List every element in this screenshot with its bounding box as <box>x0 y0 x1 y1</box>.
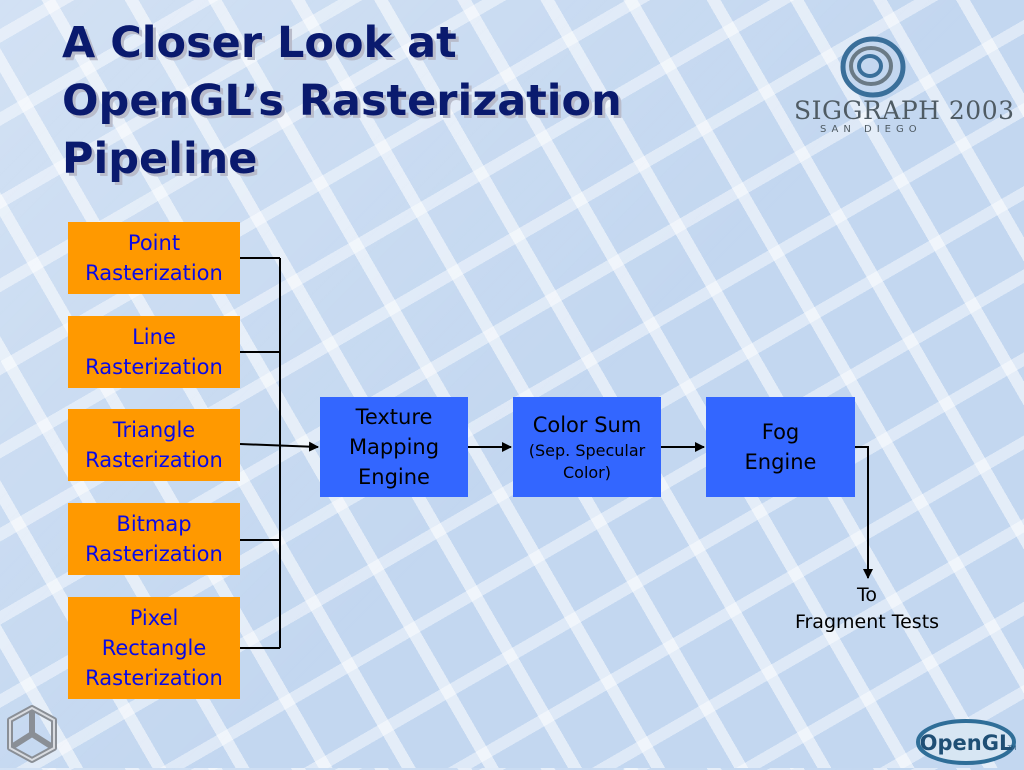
opengl-logo-text: OpenGL <box>920 731 1013 755</box>
box-note: Color) <box>562 463 611 482</box>
siggraph-location: SAN DIEGO <box>820 124 922 135</box>
box-label: Fog <box>761 420 800 444</box>
box-label: Rasterization <box>85 542 223 566</box>
box-label: Pixel <box>129 606 179 630</box>
siggraph-name: SIGGRAPH 2003 <box>794 96 1015 125</box>
box-note: (Sep. Specular <box>528 441 646 460</box>
box-label: Engine <box>358 465 430 489</box>
box-label: Point <box>127 231 181 255</box>
title-line-3: Pipeline <box>62 134 258 184</box>
pixel-rectangle-rasterization-box: Pixel Rectangle Rasterization <box>68 597 240 699</box>
siggraph-logo: SIGGRAPH 2003 SAN DIEGO <box>780 36 1014 135</box>
texture-mapping-engine-box: Texture Mapping Engine <box>320 397 468 497</box>
sgi-cube-logo-icon <box>7 705 57 763</box>
color-sum-box: Color Sum (Sep. Specular Color) <box>513 397 661 497</box>
point-rasterization-box: Point Rasterization <box>68 222 240 294</box>
opengl-tm: TM <box>1007 745 1017 752</box>
box-label: Rectangle <box>101 636 207 660</box>
output-line: To <box>856 584 877 606</box>
line-rasterization-box: Line Rasterization <box>68 316 240 388</box>
box-label: Mapping <box>348 435 440 459</box>
box-label: Engine <box>744 450 817 474</box>
triangle-rasterization-box: Triangle Rasterization <box>68 409 240 481</box>
siggraph-rings-icon <box>840 36 906 98</box>
box-label: Triangle <box>112 418 196 442</box>
box-label: Rasterization <box>85 355 223 379</box>
box-label: Texture <box>355 405 433 429</box>
arrow-fog-to-output <box>855 446 873 579</box>
box-label: Rasterization <box>85 666 223 690</box>
fog-engine-box: Fog Engine <box>706 397 855 497</box>
opengl-badge-icon: OpenGL TM <box>916 719 1017 765</box>
box-label: Rasterization <box>85 448 223 472</box>
title-line-2: OpenGL’s Rasterization <box>62 76 622 126</box>
box-label: Bitmap <box>116 512 192 536</box>
box-label: Color Sum <box>532 413 642 437</box>
opengl-logo: OpenGL TM <box>916 716 1020 766</box>
output-label: To Fragment Tests <box>760 582 974 636</box>
arrow-triangle-to-texture <box>239 441 319 452</box>
bitmap-rasterization-box: Bitmap Rasterization <box>68 503 240 575</box>
slide-title: A Closer Look at OpenGL’s Rasterization … <box>62 14 762 188</box>
box-label: Line <box>132 325 176 349</box>
box-label: Rasterization <box>85 261 223 285</box>
output-line: Fragment Tests <box>794 611 940 633</box>
title-line-1: A Closer Look at <box>62 18 457 68</box>
